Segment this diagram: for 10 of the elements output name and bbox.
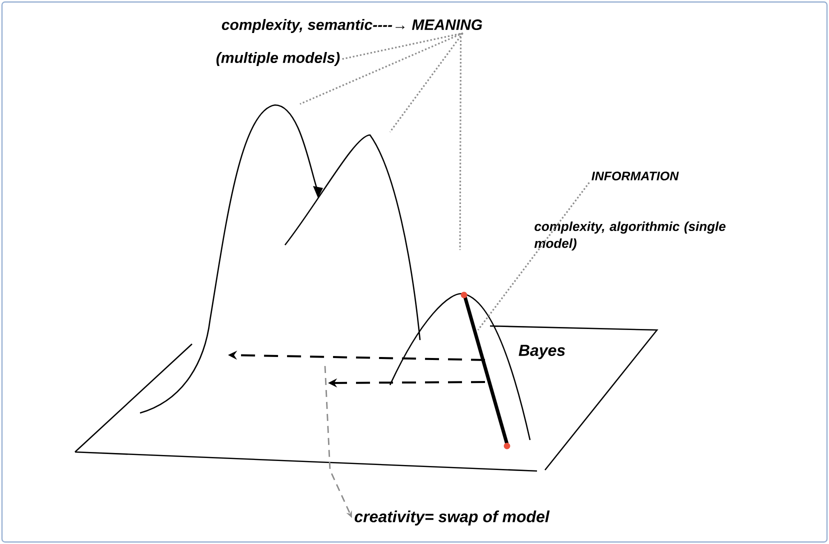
text-label: Bayes	[518, 344, 566, 360]
leader-line	[459, 33, 462, 250]
text-label: complexity, algorithmic (single model)	[534, 222, 726, 250]
leader-line	[477, 182, 590, 330]
text-label: complexity, semantic----→ MEANING	[222, 19, 482, 33]
leader-line	[342, 32, 463, 60]
leader-line	[389, 32, 464, 132]
text-label: (multiple models)	[216, 52, 340, 66]
text-label: creativity= swap of model	[354, 510, 550, 526]
text-label: INFORMATION	[592, 172, 679, 180]
